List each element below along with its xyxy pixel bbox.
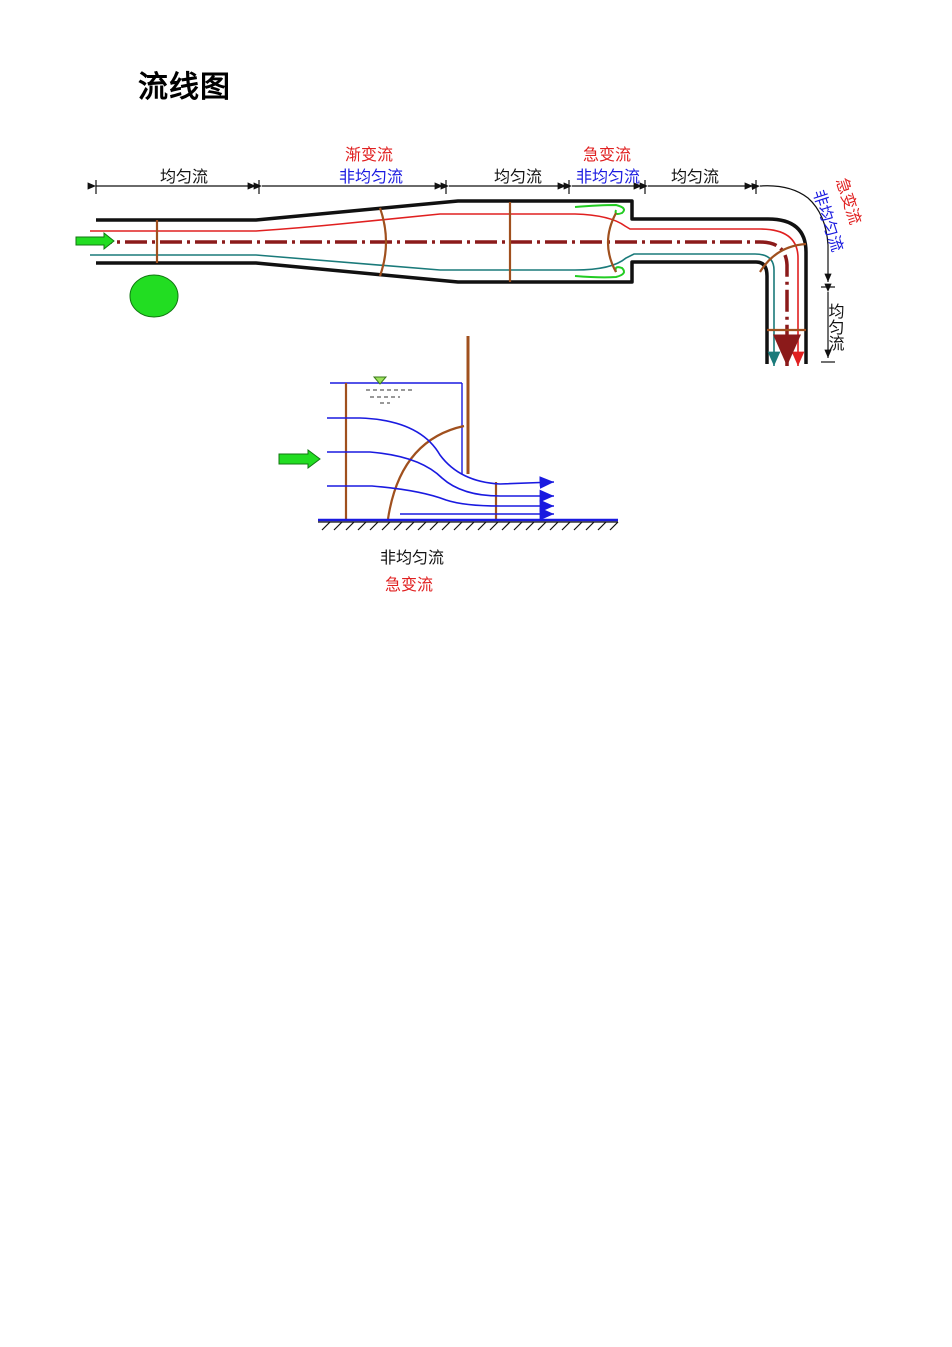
label-uniform-3: 均匀流 <box>671 167 719 186</box>
pipe-diagram: 均匀流 渐变流 非均匀流 均匀流 急变流 非均匀流 均匀流 急变流 非均匀流 均… <box>75 145 865 366</box>
inlet-arrow-icon <box>75 231 115 251</box>
label-uniform-2: 均匀流 <box>494 167 542 186</box>
dimension-lines <box>87 180 835 363</box>
green-ellipse-icon <box>129 274 179 318</box>
label-uniform-vertical: 均匀流 <box>826 303 845 352</box>
water-surface-icon <box>372 376 388 385</box>
label-nonuniform-1: 非均匀流 <box>339 167 403 186</box>
label-nonuniform-2: 非均匀流 <box>576 167 640 186</box>
label-uniform-1: 均匀流 <box>160 167 208 186</box>
label-gradual-flow: 渐变流 <box>345 145 393 164</box>
gate-diagram: 非均匀流 急变流 <box>278 336 619 594</box>
label-gate-rapid-flow: 急变流 <box>385 575 433 594</box>
cross-sections <box>155 202 807 332</box>
gate-inlet-arrow-icon <box>278 449 321 469</box>
label-rapid-flow-1: 急变流 <box>583 145 631 164</box>
streamlines <box>90 213 805 366</box>
pipe-walls <box>96 199 808 364</box>
page-title: 流线图 <box>138 70 231 105</box>
label-gate-nonuniform: 非均匀流 <box>380 548 444 567</box>
